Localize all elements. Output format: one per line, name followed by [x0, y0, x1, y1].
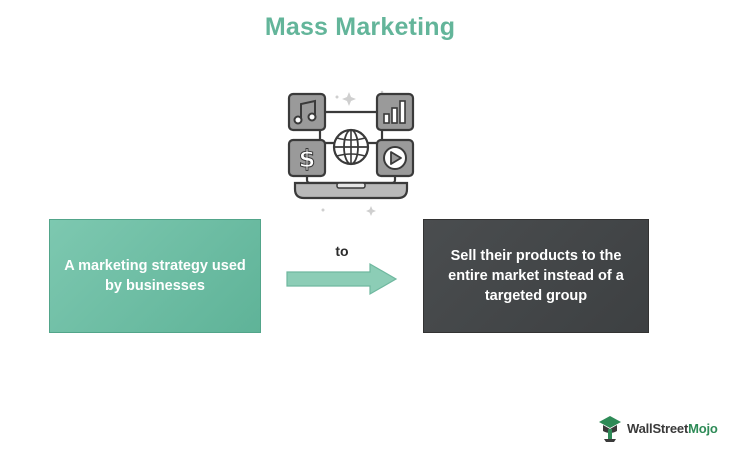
connector-label: to — [335, 243, 349, 259]
bar-chart-icon — [375, 92, 415, 132]
dollar-sign: $ — [299, 145, 316, 173]
right-arrow-icon — [286, 262, 398, 296]
brand-logo: WallStreetMojo — [597, 413, 718, 443]
brand-logo-icon — [599, 416, 621, 442]
dollar-icon: $ — [287, 138, 327, 178]
music-note-icon — [287, 92, 327, 132]
brand-name: WallStreetMojo — [627, 420, 718, 436]
page-title: Mass Marketing — [264, 13, 456, 41]
purpose-text: Sell their products to the entire market… — [448, 248, 624, 304]
definition-box: A marketing strategy used by businesses — [49, 219, 261, 333]
definition-text: A marketing strategy used by businesses — [64, 258, 246, 294]
globe-icon — [332, 128, 370, 166]
laptop-illustration: $ — [287, 90, 415, 216]
purpose-box: Sell their products to the entire market… — [423, 219, 649, 333]
play-icon — [375, 138, 415, 178]
sparkle-icon — [321, 90, 384, 216]
